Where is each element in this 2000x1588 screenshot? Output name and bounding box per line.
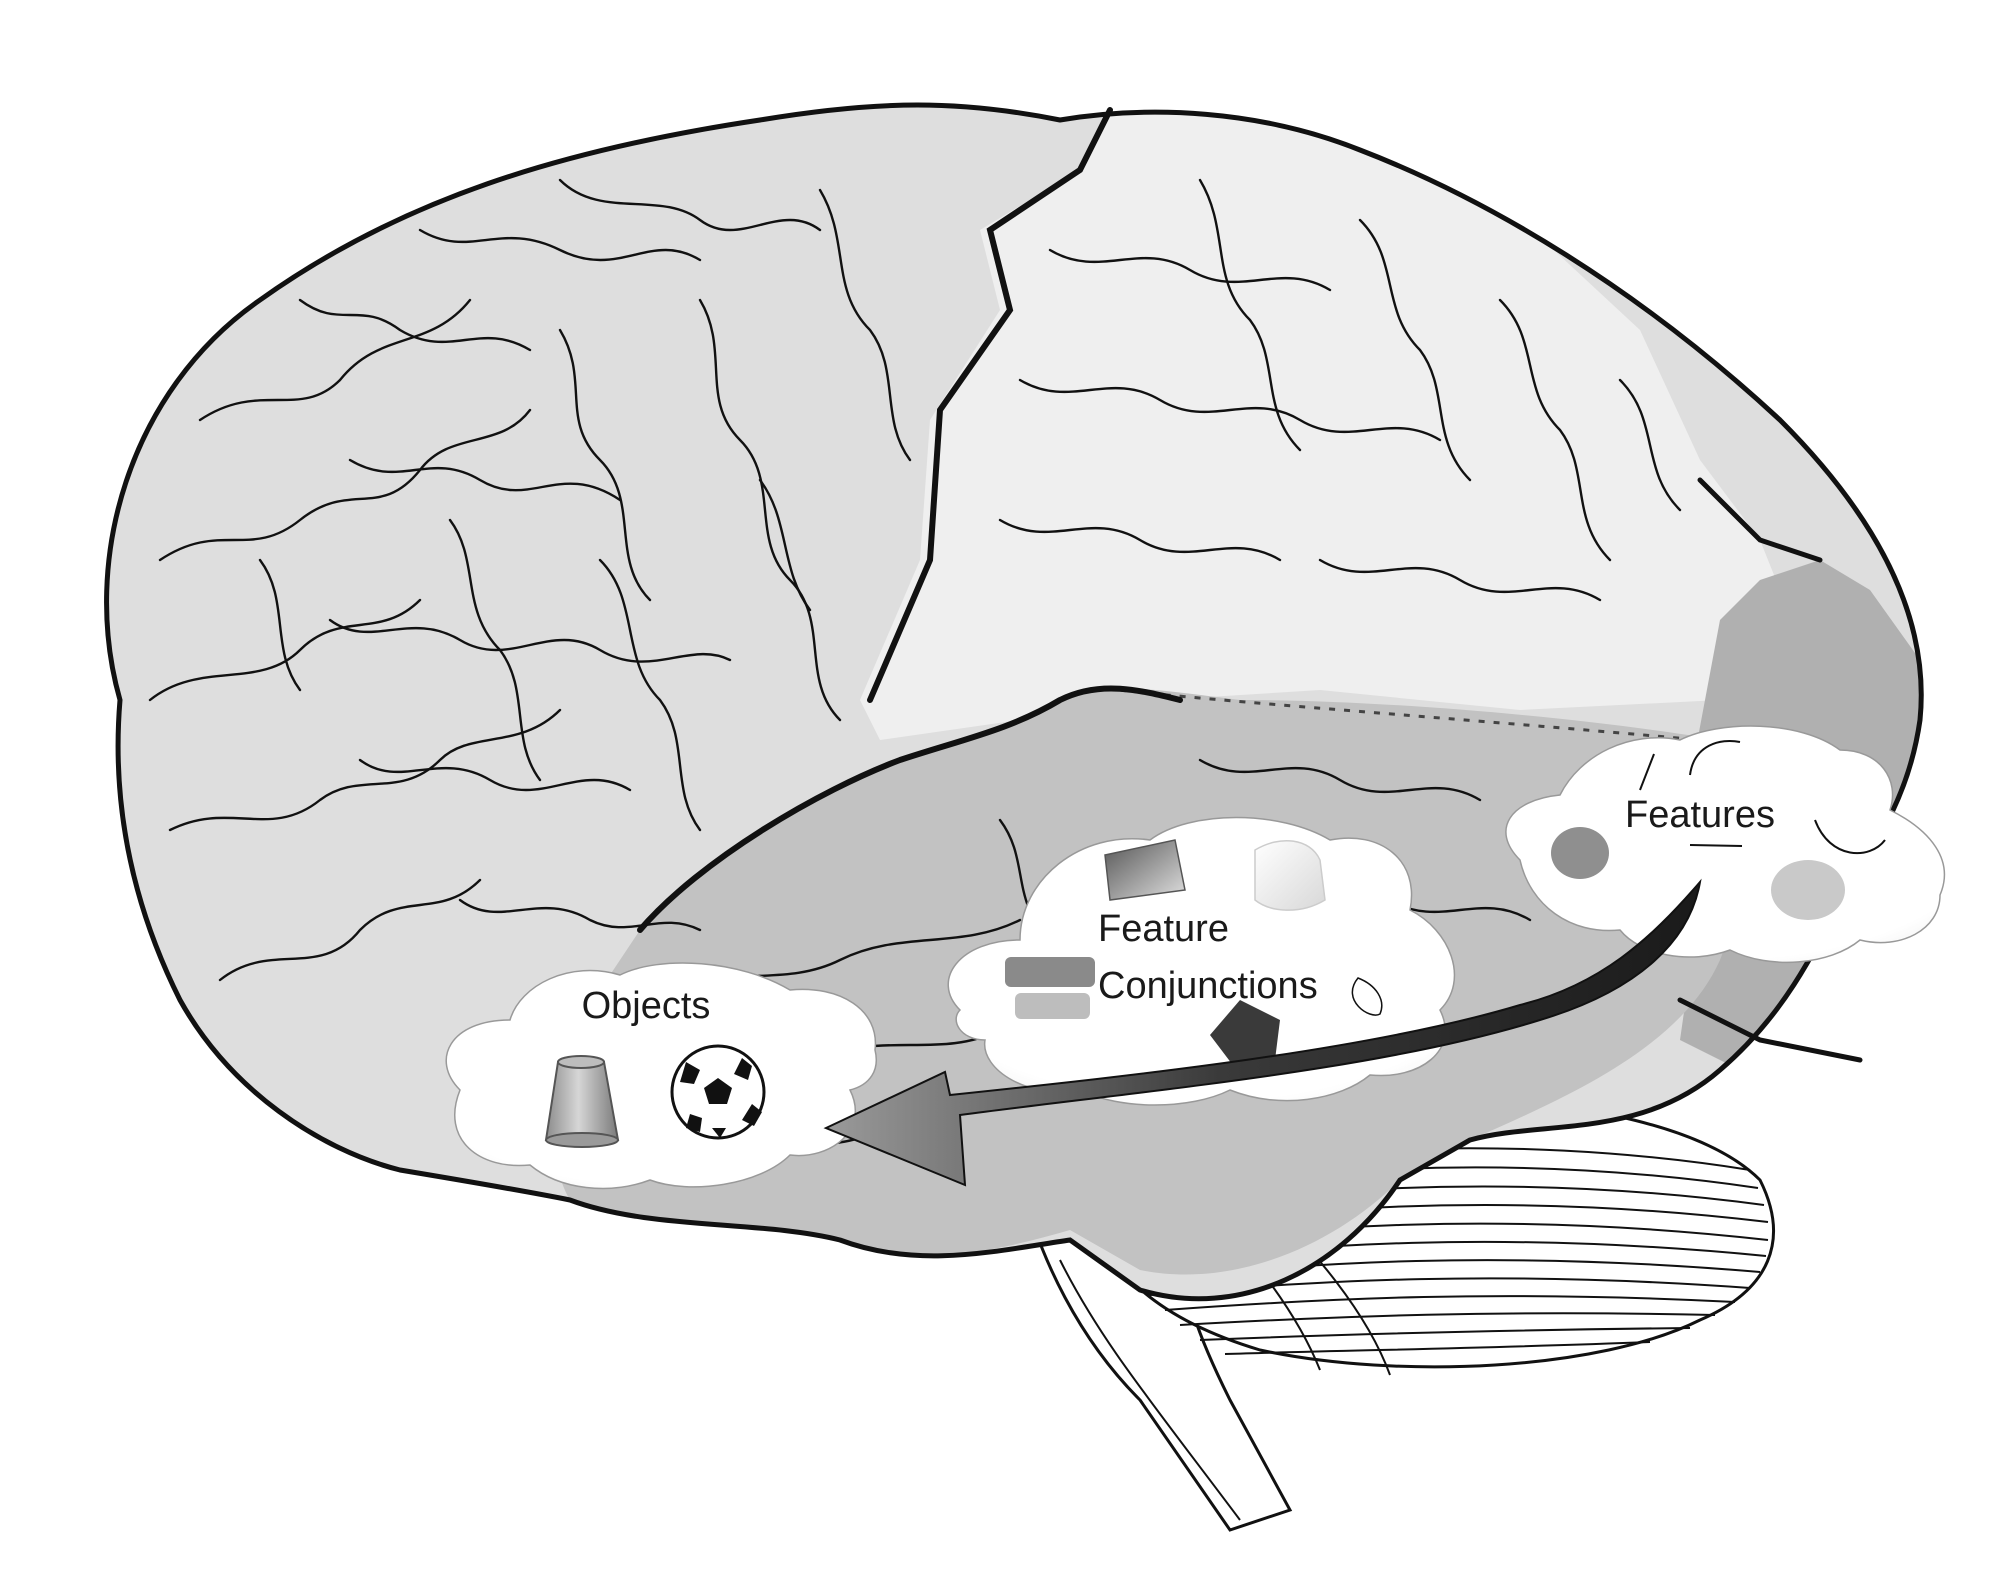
features-label: Features [1625, 794, 1775, 836]
parietal-region [860, 110, 1800, 740]
cube-icon [1254, 839, 1326, 911]
line-icon [1639, 740, 1886, 854]
light-circle-icon [1771, 860, 1845, 920]
circle-icon [1551, 827, 1609, 879]
pentagon-icon [1210, 1000, 1280, 1068]
rounded-bar-icon [1005, 957, 1095, 1019]
objects-label: Objects [582, 985, 711, 1027]
curve-icon [1351, 977, 1383, 1016]
soccer-ball-icon [670, 1044, 766, 1140]
feature-conjunctions-label-line1: Feature [1098, 908, 1229, 950]
bar-icon [1104, 839, 1186, 901]
ventral-stream-arrow [823, 878, 1702, 1187]
feature-conjunctions-label-line2: Conjunctions [1098, 965, 1318, 1007]
cup-icon [544, 1055, 620, 1148]
